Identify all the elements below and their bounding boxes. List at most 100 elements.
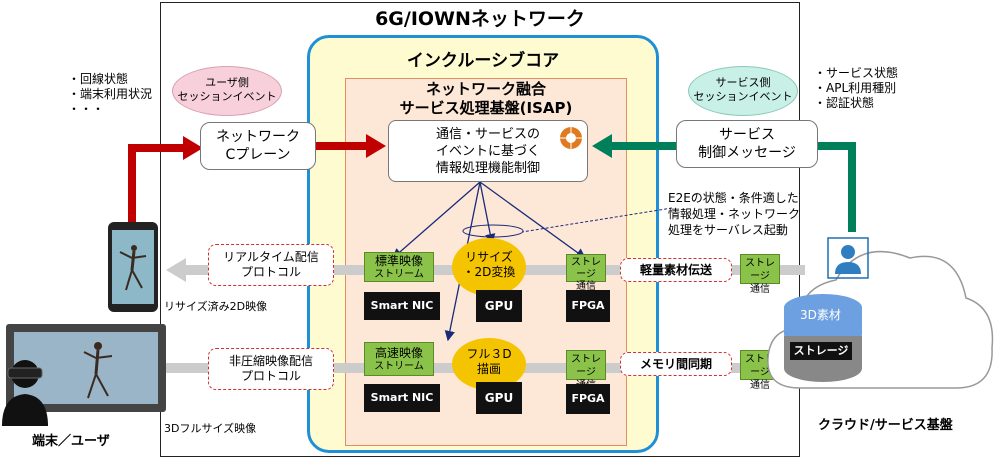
inclusive-core-title: インクルーシブコア [406,51,560,71]
storage-label: ストレージ [790,342,852,360]
right-bullet-3: ・認証状態 [814,96,875,110]
storage-comm-lower-line1: ストレージ [571,354,601,378]
light-transfer-box: 軽量素材伝送 [620,258,732,282]
material-3d-label: 3D素材 [800,308,841,322]
storage-comm-upper-line1: ストレージ [571,257,601,280]
user-bubble-line2: セッションイベント [177,90,277,103]
fast-stream-line1: 高速映像 [374,346,423,360]
network-title: 6G/IOWNネットワーク [375,8,585,30]
event-processing-box: 通信・サービスの イベントに基づく 情報処理機能制御 [388,120,588,182]
memory-sync-label: メモリ間同期 [639,357,712,371]
center-box-line2: イベントに基づく [435,144,540,159]
fpga-chip-lower: FPGA [566,384,610,414]
service-session-event-bubble: サービス側 セッションイベント [688,66,798,116]
realtime-line1: リアルタイム配信 [223,250,319,264]
smart-nic-chip-upper: Smart NIC [364,292,440,320]
gpu-label-upper: GPU [484,299,514,313]
storage-comm-ru-line2: 通信 [750,284,770,295]
right-bullet-2: ・APL利用種別 [814,81,897,95]
left-bullets: ・回線状態 ・端末利用状況 ・・・ [68,72,152,117]
fpga-label-lower: FPGA [571,392,605,405]
service-bubble-line2: セッションイベント [693,90,793,103]
network-cplane-box: ネットワーク Cプレーン [200,122,316,170]
center-box-line3: 情報処理機能制御 [435,161,540,176]
dancer-3d-icon [83,342,113,399]
red-arrow-phone-to-cplane [128,144,185,228]
storage-comm-box-upper: ストレージ 通信 [566,254,606,292]
right-bullets: ・サービス状態 ・APL利用種別 ・認証状態 [814,66,898,111]
smartphone-icon [108,222,158,312]
control-ellipse [462,224,524,238]
fpga-label-upper: FPGA [571,299,605,312]
right-bullet-1: ・サービス状態 [814,66,899,80]
storage-comm-ru-line1: ストレージ [745,258,775,282]
service-control-box: サービス 制御メッセージ [676,120,818,168]
e2e-note-leader [521,207,673,233]
service-user-icon [827,237,869,279]
resized-caption: リサイズ済み2D映像 [164,300,268,313]
service-bubble-line1: サービス側 [715,76,771,89]
isap-title-line2: サービス処理基盤(ISAP) [399,99,573,117]
control-line-std-stream [392,181,481,259]
fpga-chip-upper: FPGA [566,290,610,322]
control-line-resize [479,181,496,245]
smart-nic-label-upper: Smart NIC [370,299,434,312]
uncompressed-line1: 非圧縮映像配信 [228,354,313,368]
smart-nic-label-lower: Smart NIC [370,391,434,404]
left-bullet-2: ・端末利用状況 [68,87,153,101]
e2e-note: E2Eの状態・条件適した 情報処理・ネットワーク 処理をサーバレス起動 [668,190,800,238]
service-control-line1: サービス [719,127,775,143]
left-bullet-3: ・・・ [68,102,105,116]
storage-comm-rl-line2: 通信 [750,380,770,391]
fast-stream-line2: ストリーム [374,361,424,372]
center-box-line1: 通信・サービスの [435,127,540,142]
full3d-line2: 描画 [476,362,501,376]
red-arrowhead-2 [366,134,386,158]
std-stream-box: 標準映像 ストリーム [364,252,434,282]
std-stream-line2: ストリーム [374,269,424,280]
cloud-base-label: クラウド/サービス基盤 [818,418,953,433]
fast-stream-box: 高速映像 ストリーム [364,342,434,376]
isap-title-line1: ネットワーク融合 [425,80,546,98]
uncompressed-line2: プロトコル [240,369,301,383]
cplane-line1: ネットワーク [216,129,300,145]
red-arrowhead-1 [183,136,203,160]
vr-user-icon [2,360,48,426]
cplane-line2: Cプレーン [225,147,291,163]
e2e-note-line2: 情報処理・ネットワーク [668,207,801,221]
resize-ellipse: リサイズ ・2D変換 [452,238,526,296]
isap-title: ネットワーク融合 サービス処理基盤(ISAP) [345,80,627,118]
dancer-icon [119,245,147,291]
green-arrow-cloud-to-control [818,142,856,232]
resize-line2: ・2D変換 [462,265,516,279]
std-stream-line1: 標準映像 [374,254,423,268]
smart-nic-chip-lower: Smart NIC [364,384,440,412]
service-control-line2: 制御メッセージ [698,145,796,161]
light-transfer-label: 軽量素材伝送 [639,263,712,277]
storage-comm-box-lower: ストレージ 通信 [566,350,606,391]
terminal-user-label: 端末／ユーザ [32,434,110,449]
resize-line1: リサイズ [465,250,513,264]
ai-brain-icon [560,127,582,149]
gpu-label-lower: GPU [484,391,514,405]
full3d-line1: フル３D [466,347,512,361]
smartphone-screen [112,230,154,304]
user-bubble-line1: ユーザ側 [205,76,249,89]
storage-comm-rl-line1: ストレージ [745,354,775,378]
storage-comm-upper-line2: 通信 [576,281,596,292]
gpu-chip-lower: GPU [476,382,522,414]
storage-comm-box-right-upper: ストレージ 通信 [740,254,780,295]
control-line-storage [479,181,587,259]
fullsize-caption: 3Dフルサイズ映像 [164,422,257,435]
realtime-protocol-box: リアルタイム配信 プロトコル [208,244,334,286]
green-arrowhead [592,134,612,158]
uncompressed-protocol-box: 非圧縮映像配信 プロトコル [208,348,334,390]
full3d-ellipse: フル３D 描画 [452,338,526,390]
realtime-line2: プロトコル [240,265,301,279]
memory-sync-box: メモリ間同期 [620,352,732,376]
upper-stream-arrowhead [166,258,186,282]
left-bullet-1: ・回線状態 [68,72,129,86]
user-session-event-bubble: ユーザ側 セッションイベント [172,66,282,116]
e2e-note-line3: 処理をサーバレス起動 [668,223,788,237]
e2e-note-line1: E2Eの状態・条件適した [668,191,799,205]
